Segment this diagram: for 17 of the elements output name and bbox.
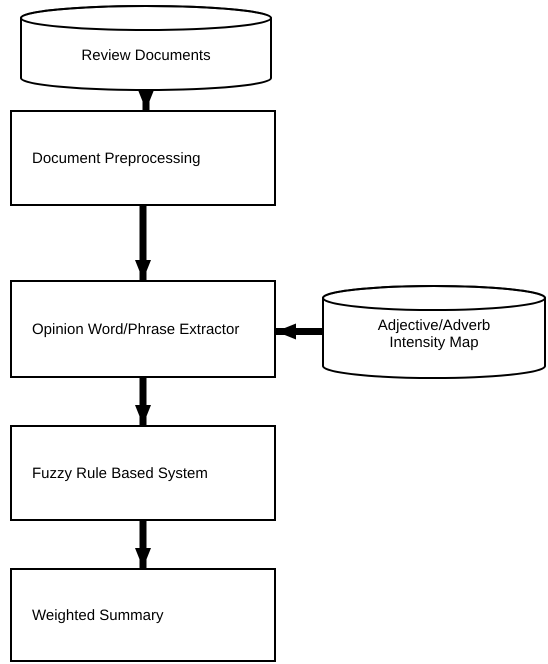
database-cylinder [322, 285, 546, 379]
node-label: Document Preprocessing [32, 150, 200, 166]
node-label: Fuzzy Rule Based System [32, 464, 208, 482]
node-label: Adjective/Adverb Intensity Map [376, 317, 492, 351]
process-box [10, 568, 276, 662]
process-box [10, 280, 276, 378]
arrow [138, 90, 154, 110]
arrow [276, 324, 322, 340]
node-label: Weighted Summary [32, 606, 164, 624]
arrow [135, 206, 151, 280]
arrow [135, 521, 151, 568]
arrow [135, 378, 151, 425]
process-box [10, 110, 276, 206]
database-cylinder [20, 5, 272, 91]
node-label: Opinion Word/Phrase Extractor [32, 320, 240, 338]
node-label: Review Documents [80, 47, 212, 64]
process-box [10, 425, 276, 521]
